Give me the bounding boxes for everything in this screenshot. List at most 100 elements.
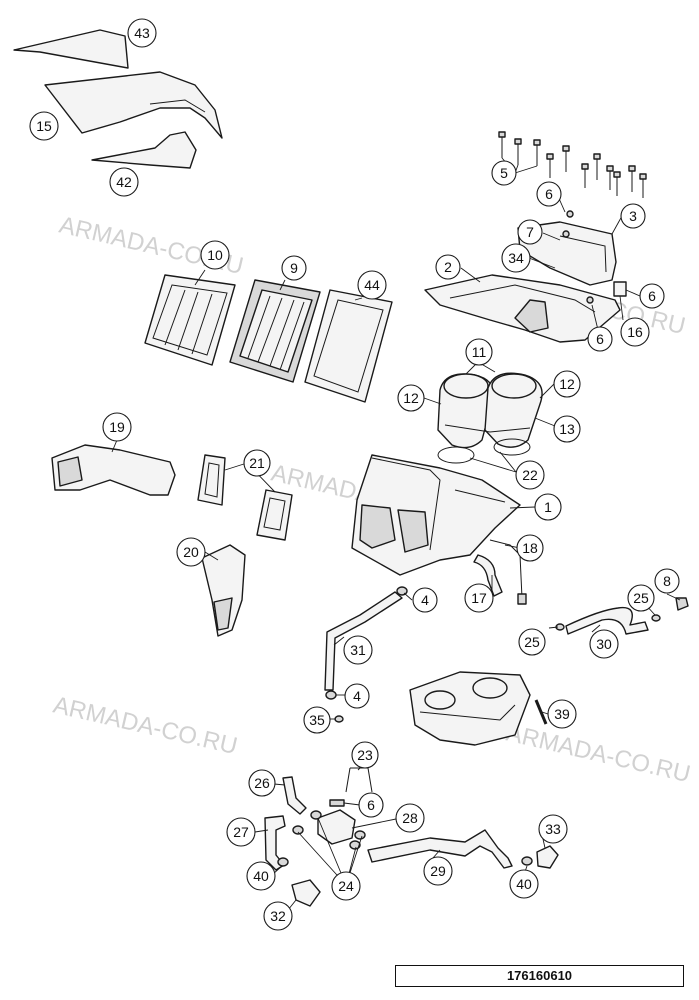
callout-13: 13	[553, 415, 581, 443]
svg-text:35: 35	[309, 712, 325, 728]
callout-29: 29	[423, 856, 453, 886]
svg-text:16: 16	[627, 324, 643, 340]
svg-text:44: 44	[364, 277, 380, 293]
callout-6-top: 6	[536, 181, 562, 207]
watermark-4: ARMADA-CO.RU	[51, 692, 240, 761]
svg-text:4: 4	[421, 592, 429, 608]
callout-25-left: 25	[518, 628, 546, 656]
part-20-intake-duct	[201, 544, 246, 637]
svg-text:9: 9	[290, 260, 298, 276]
callout-27: 27	[226, 817, 256, 847]
svg-text:5: 5	[500, 165, 508, 181]
svg-text:6: 6	[367, 797, 375, 813]
svg-text:40: 40	[516, 876, 532, 892]
part-30-hose	[565, 606, 649, 635]
svg-text:25: 25	[633, 590, 649, 606]
part-9-air-filter	[229, 279, 321, 383]
callout-24: 24	[331, 871, 361, 901]
callout-4-bottom: 4	[344, 683, 370, 709]
svg-text:13: 13	[559, 421, 575, 437]
callout-34: 34	[501, 243, 531, 273]
part-33-cap	[536, 845, 559, 869]
svg-text:25: 25	[524, 634, 540, 650]
callout-19: 19	[102, 412, 132, 442]
svg-text:11: 11	[472, 344, 487, 360]
part-44-filter-frame	[304, 289, 393, 403]
part-35-plug	[334, 715, 344, 723]
svg-text:6: 6	[648, 288, 656, 304]
callout-42: 42	[109, 167, 139, 197]
part-22-o-rings	[437, 438, 531, 464]
part-40-plugs	[277, 856, 533, 867]
callout-3: 3	[620, 203, 646, 229]
svg-text:26: 26	[254, 775, 270, 791]
svg-text:24: 24	[338, 878, 354, 894]
callout-5: 5	[491, 160, 517, 186]
callout-2: 2	[435, 254, 461, 280]
callout-40-right: 40	[509, 869, 539, 899]
part-1-airbox	[351, 454, 521, 576]
callout-6-bottom: 6	[358, 792, 384, 818]
svg-text:22: 22	[522, 467, 538, 483]
part-21-seals	[197, 454, 293, 541]
svg-text:6: 6	[545, 186, 553, 202]
svg-text:32: 32	[270, 908, 286, 924]
svg-text:40: 40	[253, 868, 269, 884]
svg-text:8: 8	[663, 573, 671, 589]
callout-31: 31	[343, 635, 373, 665]
svg-text:43: 43	[134, 25, 150, 41]
part-39-pin	[534, 699, 548, 725]
callout-35: 35	[303, 706, 331, 734]
callouts: 43 15 42 5 6 3 7 34 2 6 6 16 10 9 44 11 …	[29, 18, 680, 931]
callout-15: 15	[29, 111, 59, 141]
callout-25-right: 25	[627, 584, 655, 612]
part-18-bracket	[489, 539, 527, 605]
part-42-decal	[91, 131, 197, 169]
callout-11: 11	[465, 338, 493, 366]
callout-21: 21	[243, 449, 271, 477]
callout-43: 43	[127, 18, 157, 48]
part-2-airbox-top	[424, 274, 621, 343]
part-15-side-cover	[44, 71, 223, 139]
callout-16: 16	[620, 317, 650, 347]
throttle-body	[409, 671, 531, 746]
part-27-hose	[264, 815, 286, 871]
part-19-intake-snorkel	[51, 444, 176, 496]
svg-text:21: 21	[249, 455, 265, 471]
callout-30: 30	[589, 629, 619, 659]
part-24-clamps	[292, 810, 366, 850]
svg-text:30: 30	[596, 636, 612, 652]
svg-text:12: 12	[403, 390, 419, 406]
callout-12-left: 12	[397, 384, 425, 412]
svg-text:7: 7	[526, 224, 534, 240]
svg-text:31: 31	[350, 642, 366, 658]
callout-32: 32	[263, 901, 293, 931]
part-6-fitting-lower	[329, 799, 345, 807]
svg-text:10: 10	[207, 247, 223, 263]
svg-text:27: 27	[233, 824, 249, 840]
callout-18: 18	[516, 534, 544, 562]
callout-23: 23	[351, 741, 379, 769]
callout-22: 22	[515, 460, 545, 490]
svg-text:42: 42	[116, 174, 132, 190]
part-5-screws	[498, 131, 647, 198]
callout-26: 26	[248, 769, 276, 797]
svg-text:29: 29	[430, 863, 446, 879]
callout-12-right: 12	[553, 370, 581, 398]
callout-9: 9	[281, 255, 307, 281]
callout-33: 33	[538, 814, 568, 844]
callout-7: 7	[517, 219, 543, 245]
part-25-clamp	[555, 614, 661, 631]
callout-20: 20	[176, 537, 206, 567]
part-32-flange	[291, 879, 321, 907]
svg-text:19: 19	[109, 419, 125, 435]
part-31-breather-hose	[324, 591, 403, 691]
part-29-hose	[367, 829, 513, 869]
callout-10: 10	[200, 240, 230, 270]
part-8-fitting	[675, 597, 689, 611]
part-16-clip	[613, 281, 627, 297]
leader-lines	[111, 157, 681, 916]
svg-text:39: 39	[554, 706, 570, 722]
svg-text:12: 12	[559, 376, 575, 392]
